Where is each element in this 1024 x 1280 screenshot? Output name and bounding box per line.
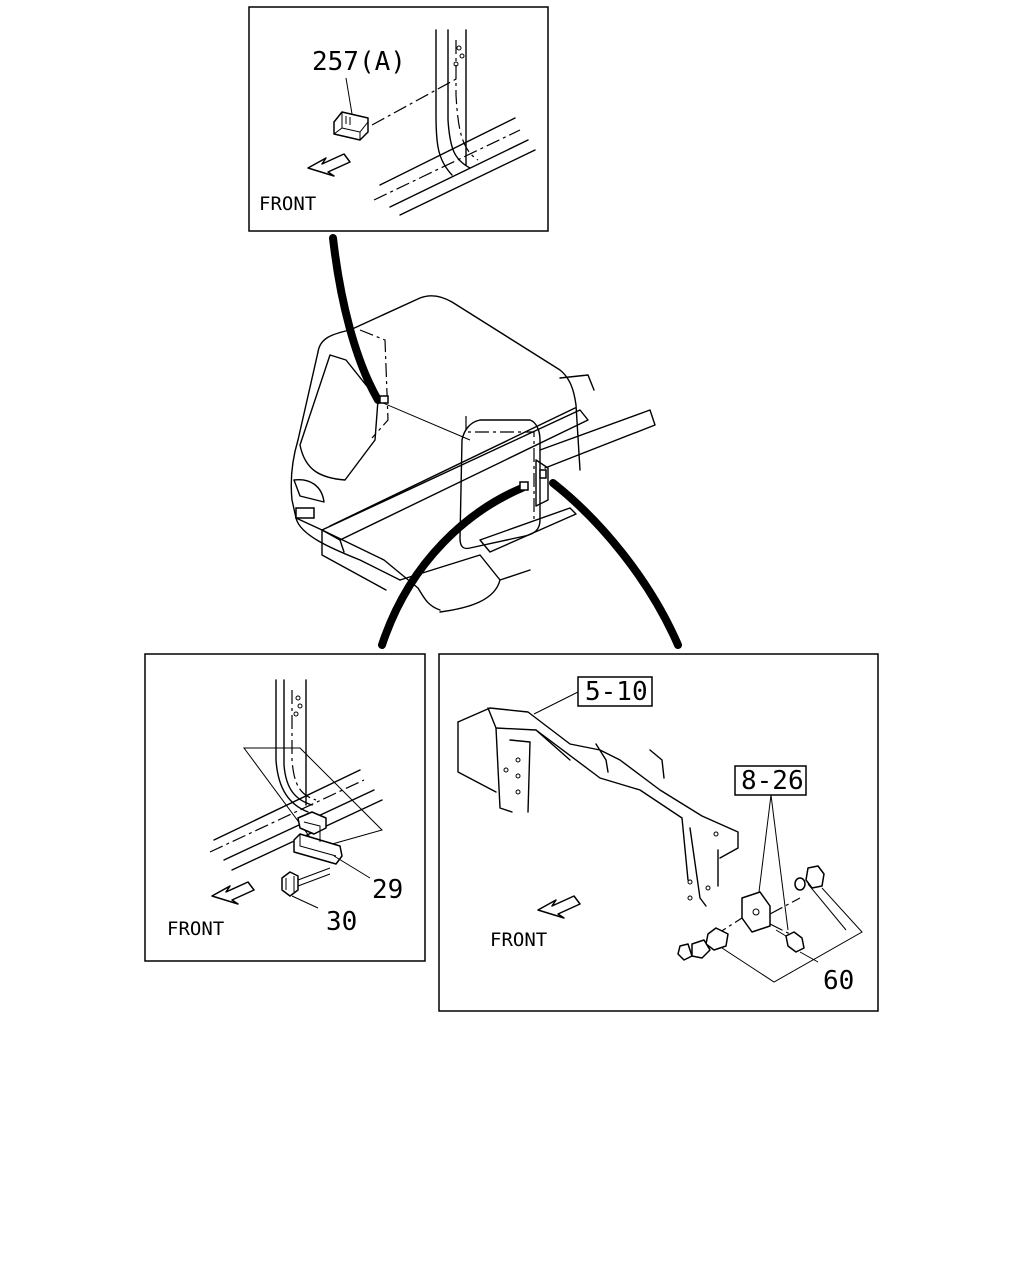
front-label-top: FRONT	[259, 193, 316, 215]
door-switch-part	[333, 111, 369, 141]
callout-60: 60	[823, 966, 854, 996]
frame-member	[457, 707, 739, 907]
nut-part	[794, 865, 825, 891]
front-label-bottom-right: FRONT	[490, 929, 547, 951]
front-label-bottom-left: FRONT	[167, 918, 224, 940]
detail-ref-box	[734, 765, 807, 796]
callout-leaders	[329, 234, 682, 649]
callout-29: 29	[372, 875, 403, 905]
callout-5-10: 5-10	[585, 677, 648, 707]
arrow-icon	[211, 881, 255, 905]
callout-30: 30	[326, 907, 357, 937]
bracket-part	[293, 811, 343, 865]
arrow-icon	[537, 895, 581, 919]
callout-257a: 257(A)	[312, 47, 406, 77]
leader-top-inset	[329, 234, 382, 404]
bottom-left-inset: 29 30 FRONT	[144, 653, 426, 962]
bottom-left-inset-frame	[144, 653, 426, 962]
bottom-right-inset-frame	[438, 653, 879, 1012]
top-inset: 257(A) FRONT	[248, 6, 549, 232]
leader-bottom-right-inset	[549, 479, 682, 649]
truck-cab-overview	[290, 294, 656, 613]
arrow-icon	[307, 153, 351, 177]
mount-bolt-part	[775, 929, 805, 953]
sensor-part	[677, 927, 729, 961]
top-inset-frame	[248, 6, 549, 232]
bolt-part	[281, 867, 331, 897]
frame-ref-box	[577, 676, 653, 707]
callout-8-26: 8-26	[741, 766, 804, 796]
bottom-right-inset: 5-10 8-26 60 FRONT	[438, 653, 879, 1012]
leader-bottom-left-inset	[378, 484, 526, 649]
